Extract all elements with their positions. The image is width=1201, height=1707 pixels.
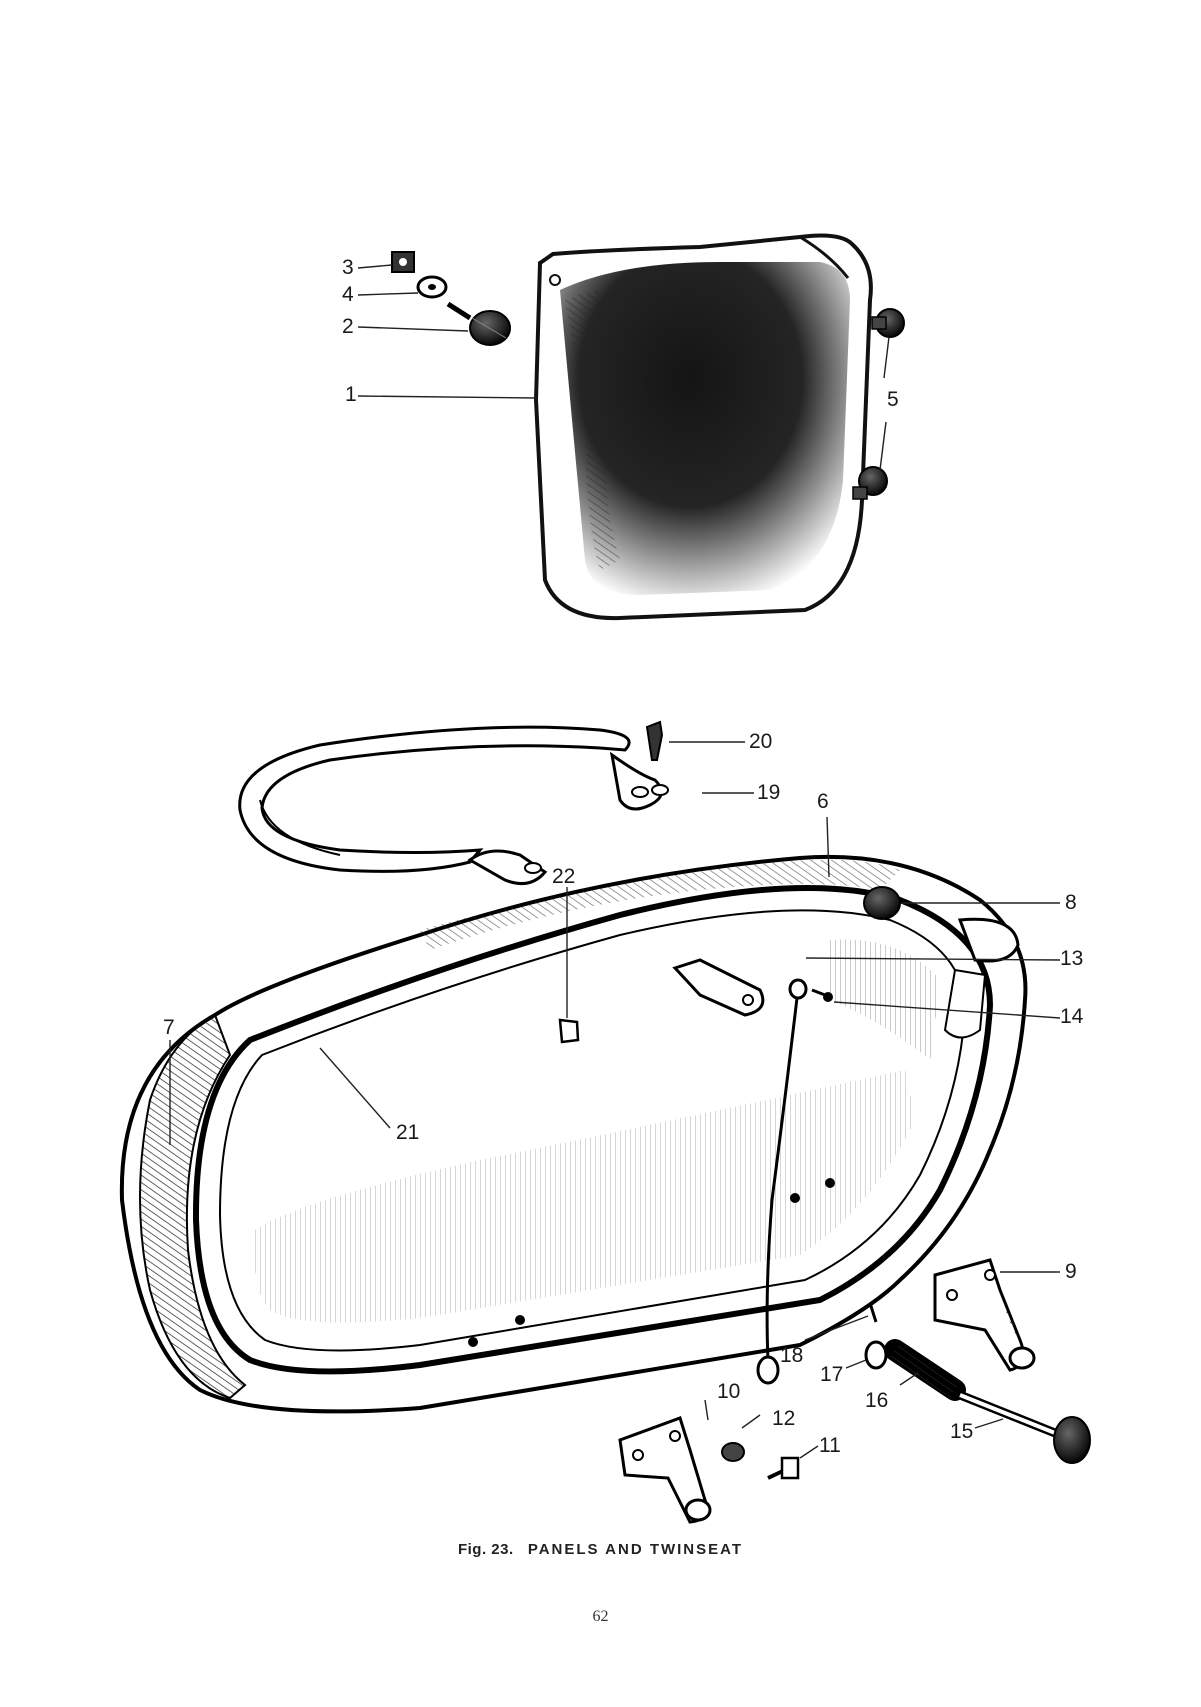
callout-21: 21: [396, 1121, 420, 1144]
callout-7: 7: [163, 1016, 175, 1039]
panel-fastener-lower: [852, 466, 888, 500]
washer: [416, 275, 448, 299]
callout-4: 4: [342, 283, 354, 306]
cable-screw: [811, 988, 833, 1002]
callout-18: 18: [780, 1344, 804, 1367]
callout-19: 19: [757, 781, 781, 804]
page-number: 62: [592, 1608, 609, 1625]
callout-1: 1: [345, 383, 357, 406]
side-panel: [533, 233, 873, 621]
figure-caption: Fig. 23. PANELS AND TWINSEAT: [0, 1541, 1201, 1558]
callout-17: 17: [820, 1363, 844, 1386]
callout-8: 8: [1065, 891, 1077, 914]
callout-20: 20: [749, 730, 773, 753]
seat-clip: [558, 1018, 580, 1044]
callout-15: 15: [950, 1420, 974, 1443]
figure-number: Fig. 23.: [457, 1541, 514, 1558]
strap-screw: [645, 720, 664, 761]
panel-fastener-upper: [871, 308, 905, 338]
hinge-bolt: [767, 1456, 800, 1480]
hinge-pin: [958, 1390, 1091, 1464]
callout-9: 9: [1065, 1260, 1077, 1283]
hinge-bracket-left: [618, 1416, 712, 1524]
callout-5: 5: [887, 388, 899, 411]
callout-14: 14: [1060, 1005, 1084, 1028]
callout-11: 11: [819, 1434, 841, 1457]
callout-12: 12: [772, 1407, 796, 1430]
callout-16: 16: [865, 1389, 889, 1412]
hinge-nut: [721, 1442, 745, 1462]
check-cable: [756, 978, 808, 1385]
leader-lines: [169, 264, 1061, 1459]
hinge-spring: [884, 1339, 966, 1401]
seat-strap: [238, 725, 669, 886]
callout-6: 6: [817, 790, 829, 813]
callout-13: 13: [1060, 947, 1084, 970]
seat-knob: [863, 886, 901, 920]
hinge-bracket-right: [933, 1258, 1036, 1372]
callout-22: 22: [552, 865, 576, 888]
callout-2: 2: [342, 315, 354, 338]
seat-strap-bracket: [672, 958, 765, 1017]
twinseat-pan: [119, 854, 1028, 1414]
callout-10: 10: [717, 1380, 741, 1403]
knurled-screw: [446, 301, 511, 346]
callout-3: 3: [342, 256, 354, 279]
hinge-washer: [864, 1340, 888, 1370]
figure-title: PANELS AND TWINSEAT: [527, 1541, 744, 1558]
split-pin: [868, 1302, 878, 1323]
clip-nut: [391, 251, 415, 273]
